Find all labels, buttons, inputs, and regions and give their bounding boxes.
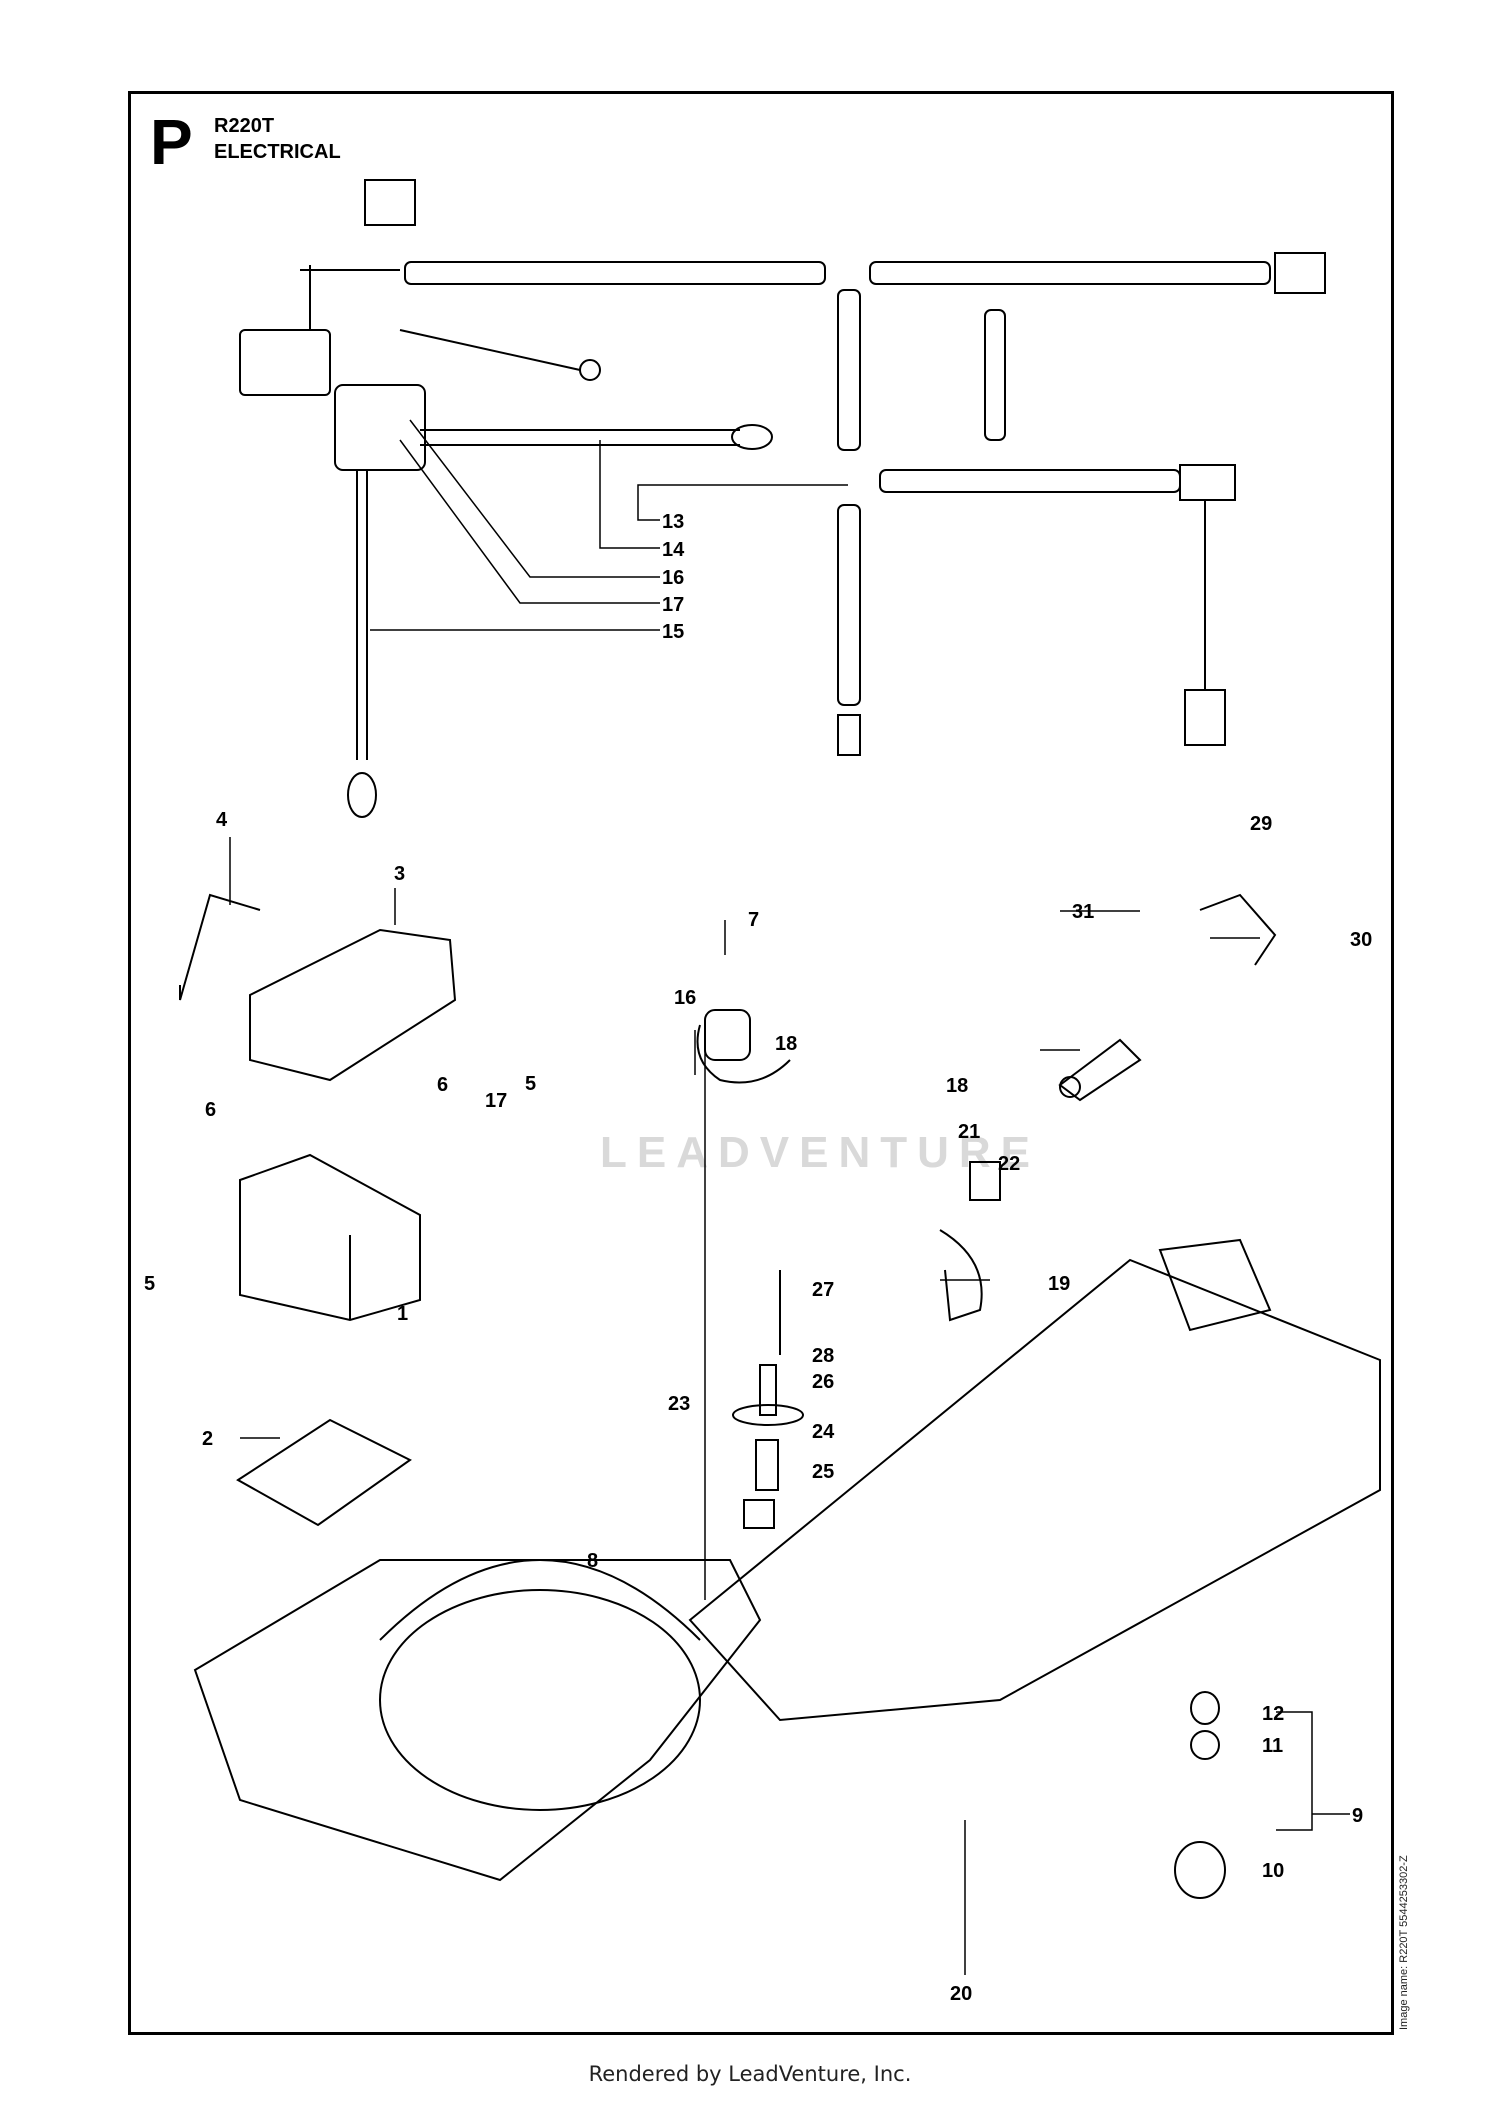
section-title: ELECTRICAL: [214, 141, 341, 163]
callout: 7: [748, 909, 759, 931]
mower-frame: [193, 893, 1381, 1899]
callout: 15: [662, 621, 684, 643]
wiring-harness: [239, 179, 1326, 818]
callout: 14: [662, 539, 685, 561]
callout: 6: [437, 1074, 448, 1096]
callout: 4: [216, 809, 228, 831]
section-letter: P: [150, 106, 193, 178]
callout: 23: [668, 1393, 690, 1415]
callout: 16: [662, 567, 684, 589]
callout: 25: [812, 1461, 834, 1483]
callout: 31: [1072, 901, 1094, 923]
callout: 21: [958, 1121, 980, 1143]
diagram-frame: [128, 91, 1394, 2035]
image-name-label: Image name: R220T 5544253302-Z: [1398, 1855, 1410, 2030]
callout: 28: [812, 1345, 834, 1367]
callout: 13: [662, 511, 684, 533]
callout: 29: [1250, 813, 1272, 835]
callout: 19: [1048, 1273, 1070, 1295]
callout: 6: [205, 1099, 216, 1121]
callout: 12: [1262, 1703, 1284, 1725]
footer-credit: Rendered by LeadVenture, Inc.: [588, 2062, 912, 2086]
callout: 18: [946, 1075, 968, 1097]
callout: 27: [812, 1279, 834, 1301]
callout: 16: [674, 987, 696, 1009]
callout: 30: [1350, 929, 1372, 951]
callout: 17: [662, 594, 684, 616]
battery-assembly: [179, 893, 457, 1527]
callout: 5: [525, 1073, 536, 1095]
callout-labels: 1 2 3 4 5 5 6 6 7 8 9 10 11 12 13 14 15 …: [144, 511, 1372, 2005]
callout: 24: [812, 1421, 835, 1443]
callout: 3: [394, 863, 405, 885]
leader-lines: [229, 419, 1350, 1975]
callout: 17: [485, 1090, 507, 1112]
callout: 11: [1262, 1735, 1283, 1757]
model-name: R220T: [214, 115, 275, 137]
callout: 10: [1262, 1860, 1284, 1882]
callout: 1: [397, 1303, 408, 1325]
callout: 18: [775, 1033, 797, 1055]
callout: 2: [202, 1428, 213, 1450]
callout: 26: [812, 1371, 834, 1393]
callout: 9: [1352, 1805, 1363, 1827]
callout: 22: [998, 1153, 1020, 1175]
watermark-text: LEADVENTURE: [600, 1128, 1041, 1177]
callout: 8: [587, 1550, 598, 1572]
callout: 5: [144, 1273, 155, 1295]
callout: 20: [950, 1983, 972, 2005]
